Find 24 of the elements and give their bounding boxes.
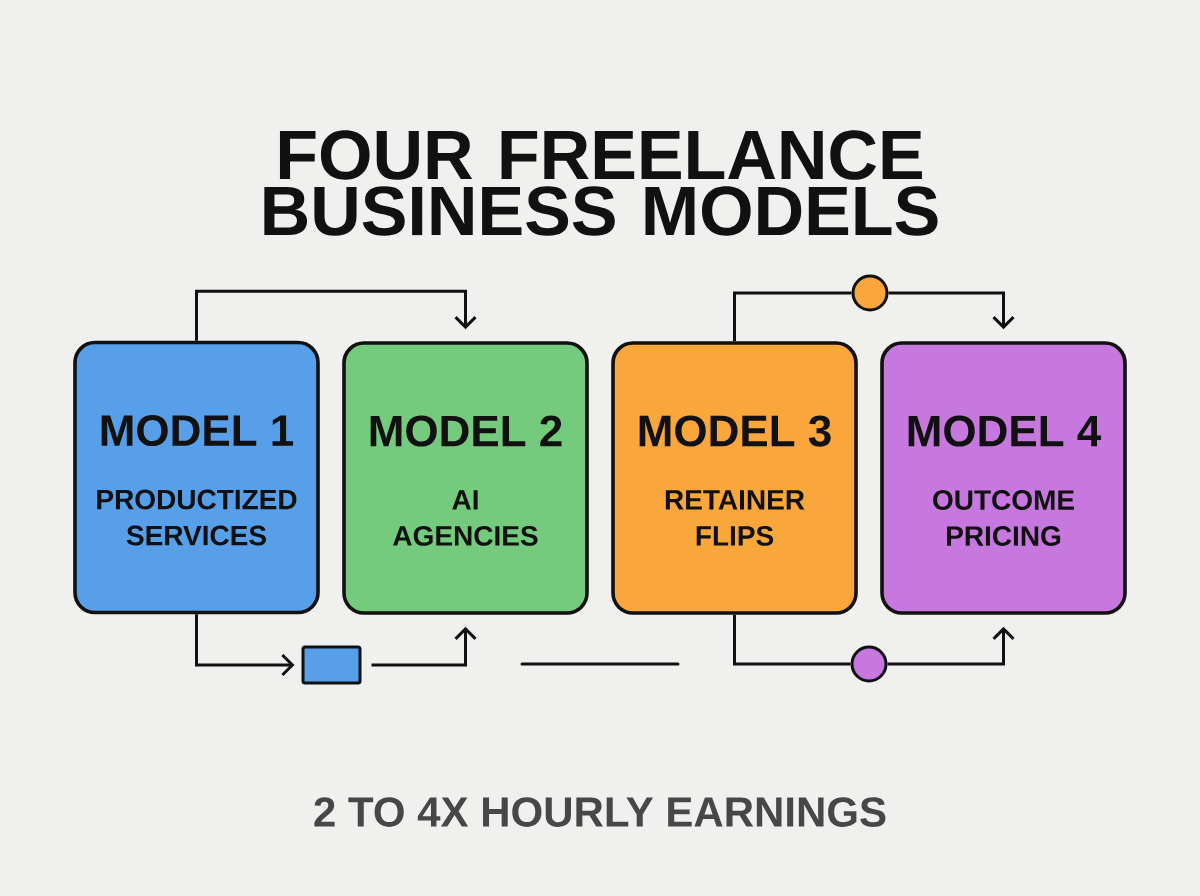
card-subtitle: RETAINER FLIPS (665, 490, 805, 546)
model-card (342, 341, 589, 615)
small-box (301, 645, 362, 685)
circle-node (851, 274, 889, 312)
connector-arrow (195, 614, 295, 677)
card-heading: MODEL 2 (370, 415, 562, 447)
card-heading: MODEL 4 (908, 415, 1102, 447)
model-card (73, 340, 320, 615)
card-heading: MODEL 1 (101, 414, 294, 447)
card-subtitle: AI AGENCIES (393, 490, 538, 546)
connector-line (733, 614, 851, 666)
card-subtitle: OUTCOME PRICING (933, 490, 1074, 546)
model-card (880, 341, 1127, 615)
connector-line (733, 291, 852, 342)
model-card (611, 341, 858, 615)
connector-arrow (195, 289, 477, 341)
connector-arrow (888, 291, 1015, 330)
card-heading: MODEL 3 (639, 415, 831, 447)
card-subtitle: PRODUCTIZED SERVICES (97, 489, 297, 546)
title: FOUR FREELANCE BUSINESS MODELS (264, 130, 938, 236)
connector-arrow (887, 626, 1015, 666)
caption: 2 TO 4X HOURLY EARNINGS (314, 797, 886, 827)
connector-arrow (371, 626, 477, 667)
circle-node (850, 645, 888, 683)
